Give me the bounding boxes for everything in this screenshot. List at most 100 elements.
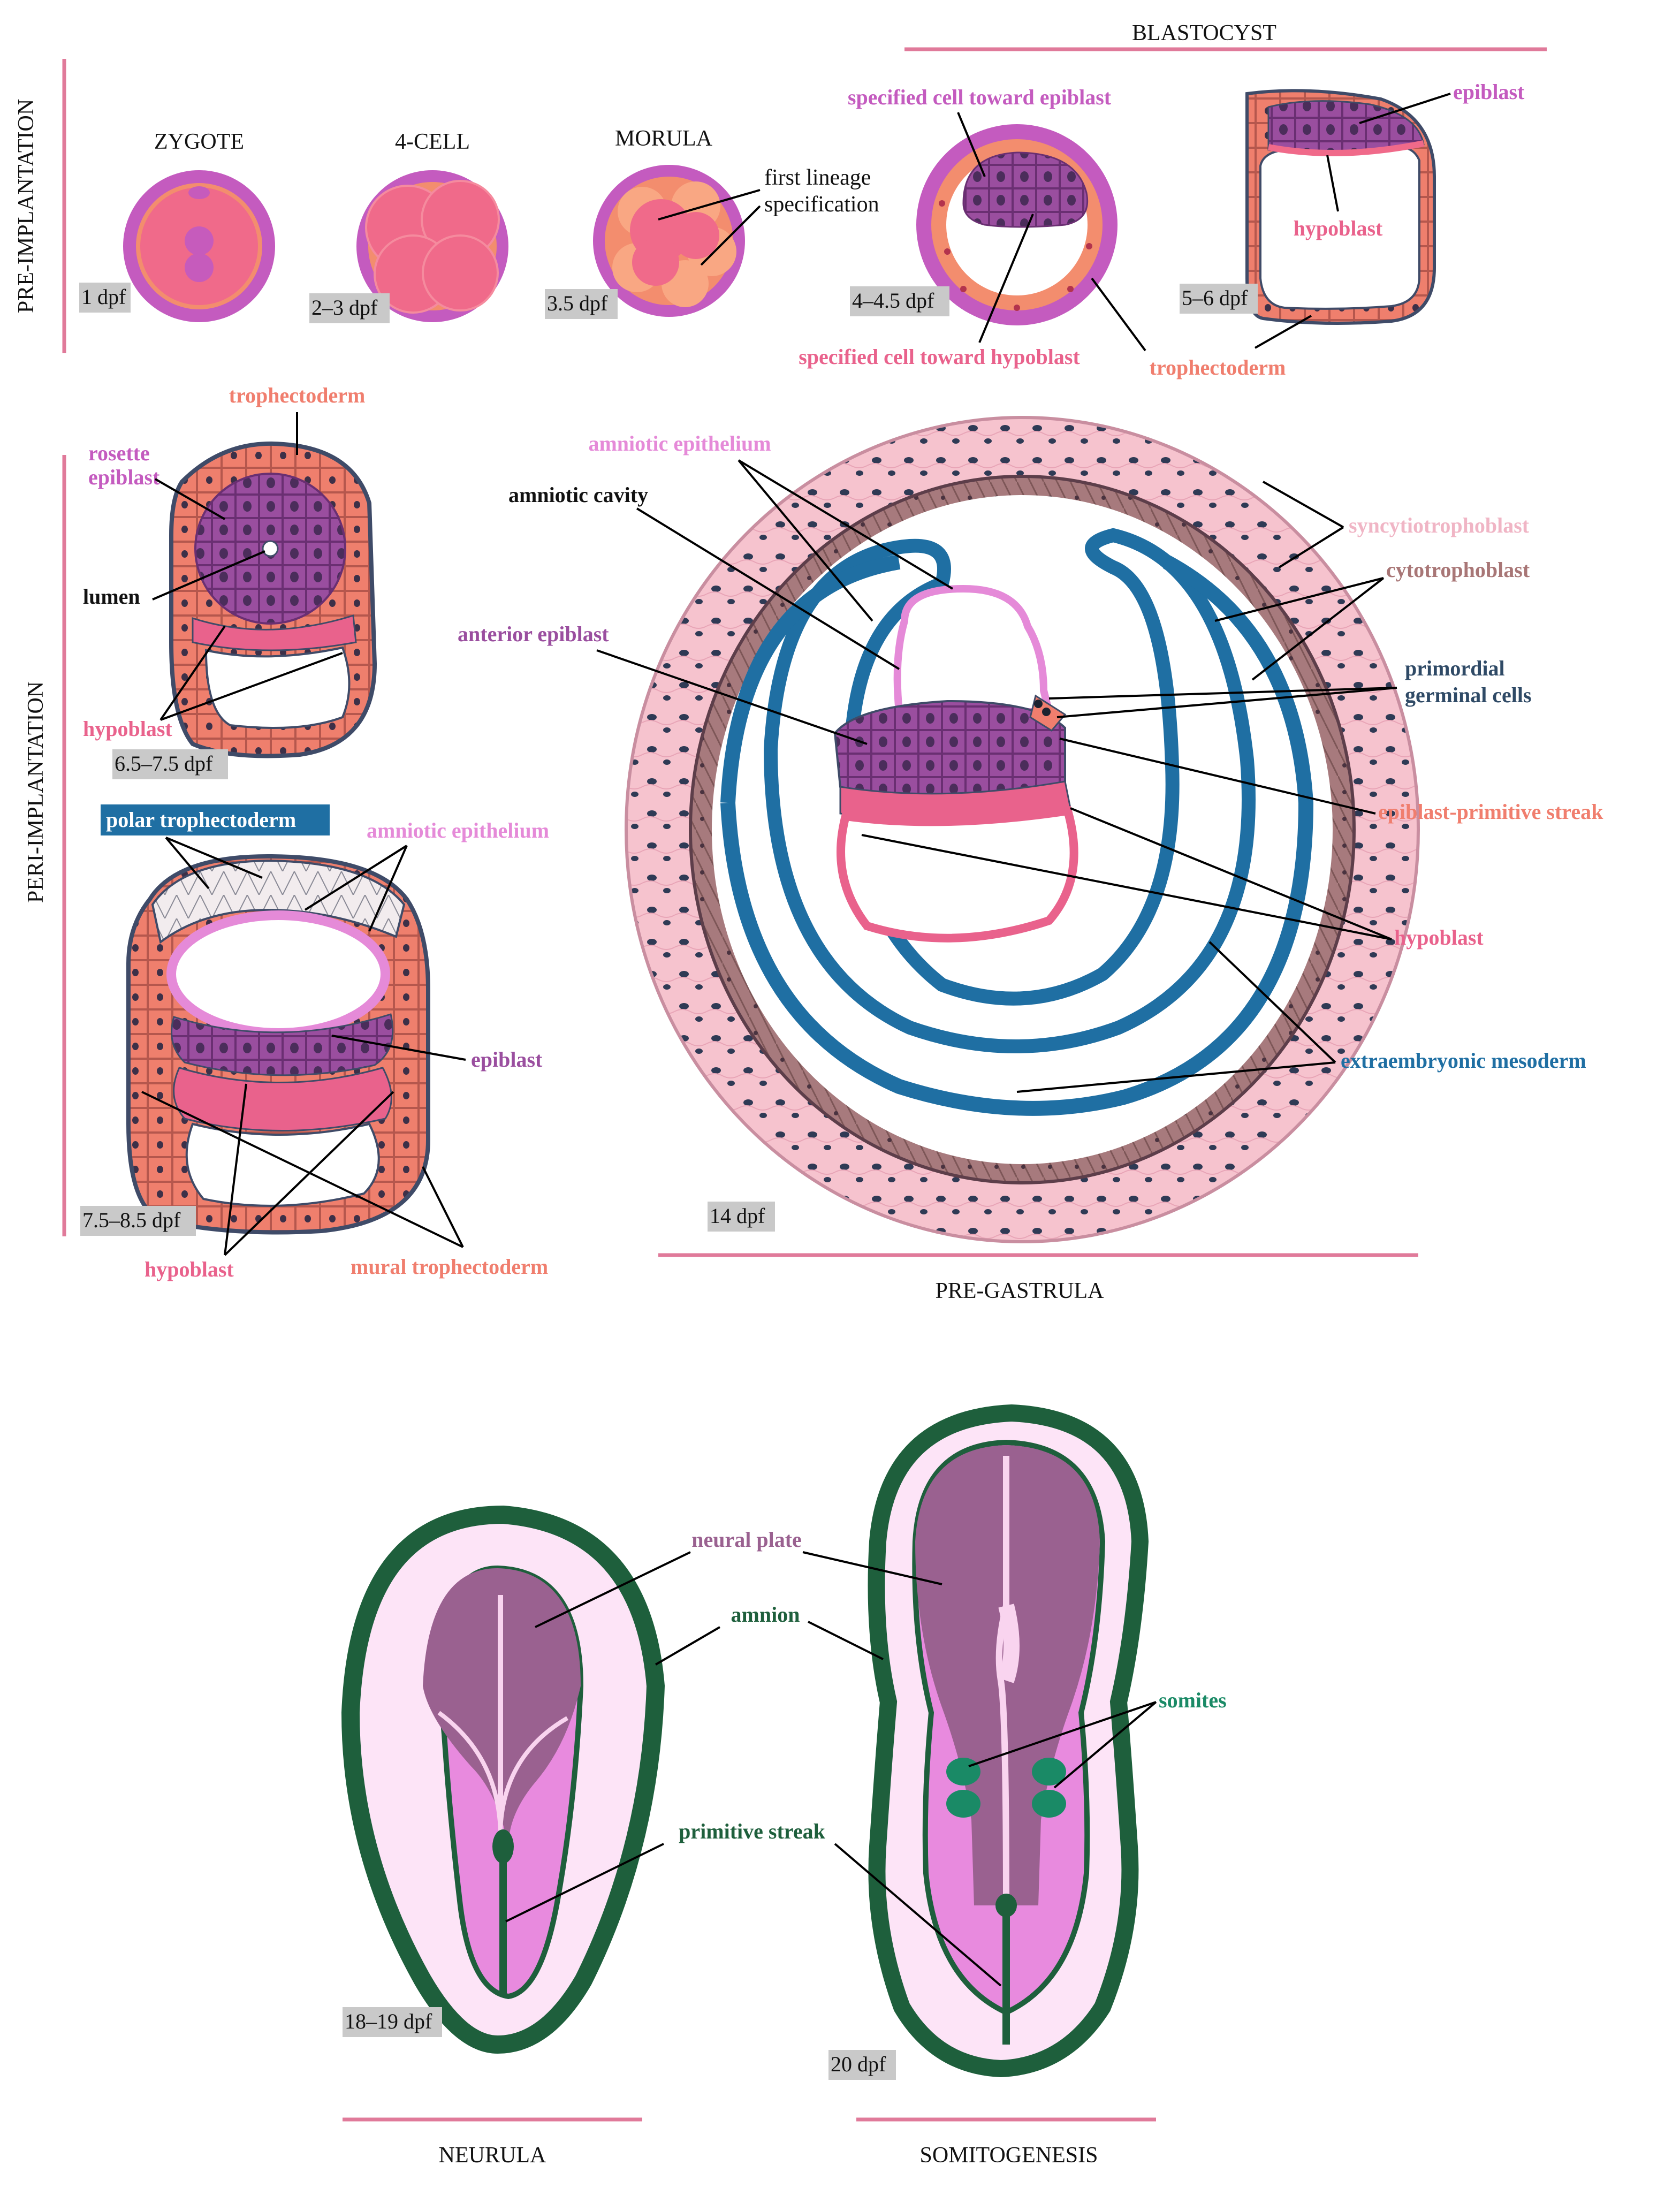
neural-plate-line-1 [535,1551,691,1628]
primitive-streak-label: primitive streak [679,1819,825,1843]
rosette-embryo [169,441,377,758]
somito-dpf-bg [828,2050,896,2080]
pg-hypoblast-line-1 [861,834,1392,940]
pg-amn-epi-line-1 [738,459,873,622]
exm-line-2 [1208,941,1336,1063]
blast-late-dpf-bg [1180,284,1258,314]
spec-epiblast-label: specified cell toward epiblast [848,85,1112,109]
rosette-epiblast-line [155,478,225,520]
spec-epiblast-line [957,112,986,177]
polar-tro-line-2 [165,837,263,879]
blast-trophectoderm-line-2 [1255,315,1312,349]
amniotic-cavity-label: amniotic cavity [508,483,648,507]
early-blastocyst [916,124,1118,325]
amnion-hypoblast-label: hypoblast [145,1257,234,1281]
amnion-line-1 [655,1626,721,1666]
syncytio-line-2 [1278,526,1344,568]
rosette-dpf: 6.5–7.5 dpf [115,751,213,776]
anterior-epiblast-line [596,649,868,745]
morula-embryo [593,165,745,317]
morula-dpf: 3.5 dpf [547,291,608,315]
amnion-line-2 [808,1621,884,1660]
amnion-hypoblast-line-1 [224,1083,247,1256]
mural-tro-line-1 [141,1091,463,1248]
rosette-dpf-bg [112,749,228,779]
four-cell-dpf: 2–3 dpf [311,295,378,320]
blast-epiblast-line [1359,93,1451,124]
anterior-epiblast-label: anterior epiblast [458,622,609,646]
cyto-line-1 [1214,577,1384,622]
extraembryonic-mesoderm-label: extraembryonic mesoderm [1341,1049,1586,1073]
zygote-cell [123,170,275,322]
amnion-label: amnion [731,1602,800,1627]
neural-plate-label: neural plate [691,1528,802,1552]
four-cell-title: 4-CELL [395,130,470,154]
amnion-epiblast-line [331,1035,466,1061]
pre-implantation-title: PRE-IMPLANTATION [14,99,39,313]
morula-dpf-bg [545,289,618,319]
somites-label: somites [1159,1688,1227,1712]
pgc-line-1 [1048,687,1397,700]
cytotrophoblast-label: cytotrophoblast [1386,558,1530,582]
blast-early-dpf-bg [850,286,949,316]
exm-line-1 [1016,1061,1336,1093]
somito-dpf: 20 dpf [831,2052,886,2076]
mural-tro-line-2 [422,1166,464,1248]
blast-trophectoderm-line [1091,277,1146,352]
first-lineage-label-1: first lineage [764,165,871,190]
spec-hypoblast-label: specified cell toward hypoblast [799,345,1080,369]
rosette-trophectoderm-label: trophectoderm [229,383,366,407]
pregastrula-dpf-bg [708,1202,775,1232]
first-lineage-line-1 [658,189,761,221]
blast-hypoblast-label: hypoblast [1294,216,1383,240]
pgc-label-2: germinal cells [1405,683,1532,707]
syncytiotrophoblast-label: syncytiotrophoblast [1349,513,1530,537]
amniotic-cavity-line [636,507,900,670]
amnion-epithelium-label: amniotic epithelium [367,818,549,842]
neural-plate-line-2 [802,1551,942,1585]
blast-late-dpf: 5–6 dpf [1182,286,1248,310]
amnion-dpf-bg [80,1206,196,1236]
amnion-embryo [126,854,430,1235]
late-blastocyst [1245,89,1436,325]
zygote-dpf-bg [79,283,131,313]
neurula-title: NEURULA [439,2143,546,2168]
amnion-dpf: 7.5–8.5 dpf [82,1208,181,1232]
rosette-label-1: rosette [88,441,150,465]
cyto-line-2 [1251,577,1385,681]
blast-trophectoderm-label: trophectoderm [1150,355,1286,379]
lumen-label: lumen [83,584,140,609]
peri-implantation-title: PERI-IMPLANTATION [24,681,48,903]
blast-early-dpf: 4–4.5 dpf [852,288,934,313]
primitive-streak-line-2 [834,1843,1002,1987]
blast-hypoblast-line [1326,155,1339,212]
pgc-line-2 [1056,687,1397,718]
epiblast-primitive-streak-label: epiblast-primitive streak [1378,800,1603,824]
pregastrula-dpf: 14 dpf [710,1204,765,1228]
somites-line-1 [968,1701,1157,1767]
spec-hypoblast-line [978,214,1034,343]
pgc-label-1: primordial [1405,656,1505,680]
polar-tro-line-1 [165,837,210,890]
amnion-epi-line-1 [304,845,408,911]
pre-gastrula-embryo [625,416,1420,1243]
syncytio-line-1 [1263,481,1344,528]
pg-amniotic-epithelium-label: amniotic epithelium [588,431,771,455]
amnion-epiblast-label: epiblast [471,1047,543,1072]
lumen-line [152,550,265,601]
morula-title: MORULA [615,126,713,151]
first-lineage-line-2 [700,205,761,266]
primitive-streak-line-1 [505,1843,664,1923]
somites-line-2 [1053,1701,1157,1789]
four-cell-dpf-bg [309,293,390,323]
four-cell-embryo [356,170,508,322]
rosette-hypoblast-line-1 [159,625,226,721]
polar-trophectoderm-bg [101,804,330,835]
eps-line [1059,738,1376,815]
neurula-dpf: 18–19 dpf [345,2009,432,2033]
zygote-dpf: 1 dpf [81,285,126,309]
somitogenesis-title: SOMITOGENESIS [920,2143,1098,2168]
pre-gastrula-title: PRE-GASTRULA [935,1279,1104,1303]
